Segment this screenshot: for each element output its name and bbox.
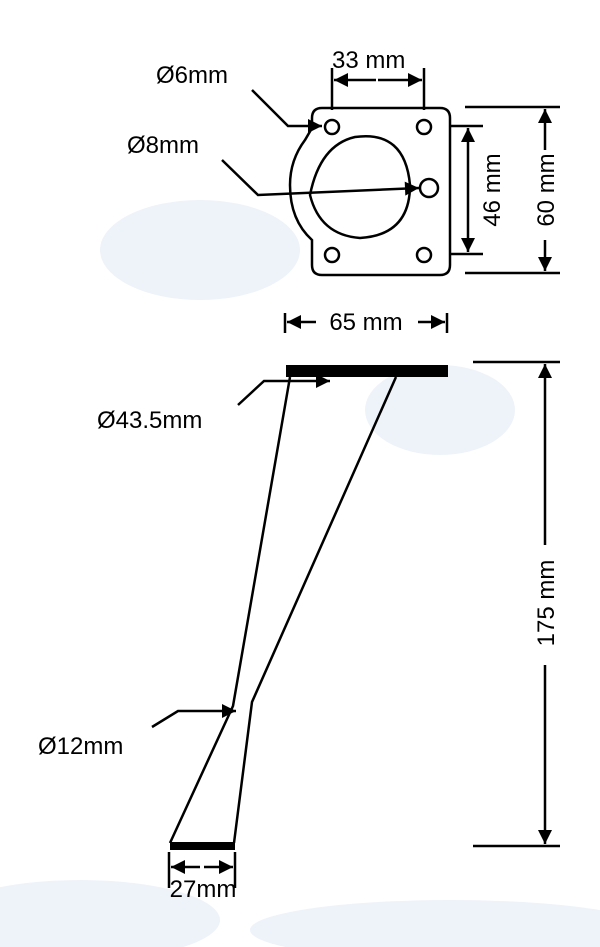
- height-label: 175 mm: [533, 560, 560, 647]
- waist-diameter-label: Ø12mm: [38, 733, 123, 760]
- hole-spacing-label: 33 mm: [332, 47, 405, 74]
- dimension-46mm: [450, 124, 483, 256]
- inner-height-label: 46 mm: [479, 153, 506, 226]
- watermark: [0, 200, 600, 947]
- leader-12mm: [151, 704, 236, 729]
- leader-6mm: [251, 89, 322, 133]
- top-diameter-label: Ø43.5mm: [97, 407, 202, 434]
- leader-43-5mm: [237, 374, 330, 406]
- dimension-27mm: [167, 852, 237, 888]
- dimension-60mm: [465, 105, 560, 275]
- dimension-65mm: [283, 313, 449, 333]
- dimension-33mm: [330, 68, 426, 110]
- small-hole-label: Ø6mm: [156, 62, 228, 89]
- leader-8mm: [221, 159, 420, 197]
- center-hole-label: Ø8mm: [127, 132, 199, 159]
- dimension-175mm: [473, 360, 560, 848]
- plate-height-label: 60 mm: [533, 153, 560, 226]
- foot-width-label: 27mm: [170, 876, 237, 903]
- top-width-label: 65 mm: [329, 309, 402, 336]
